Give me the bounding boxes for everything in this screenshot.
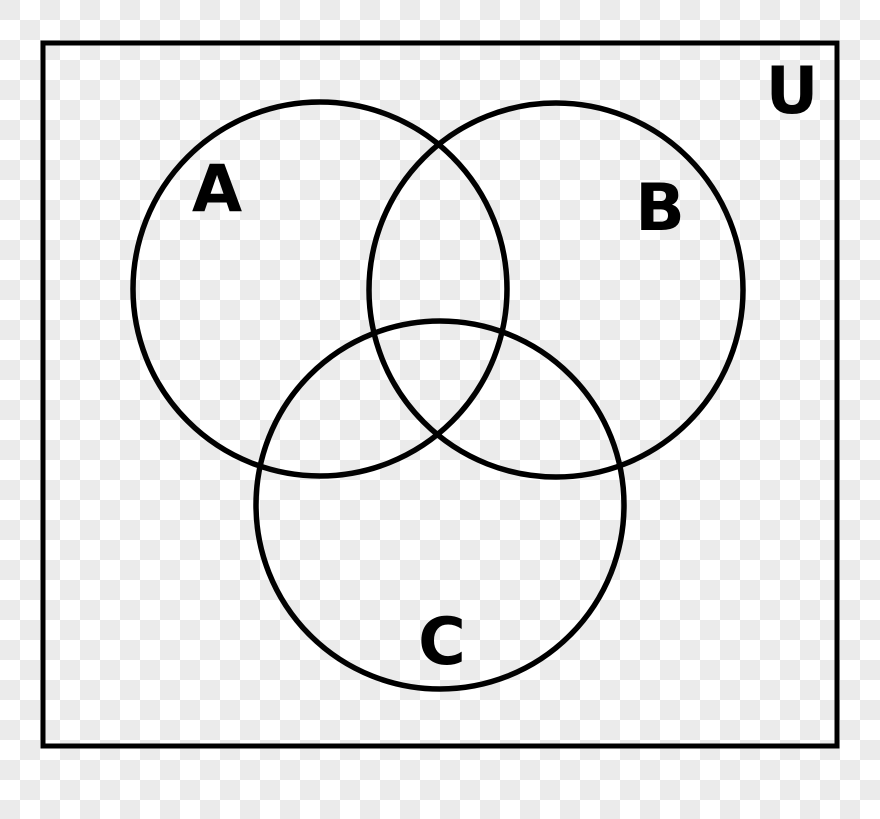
universal-set-boundary (40, 40, 840, 749)
set-a-label: A (192, 152, 242, 227)
set-c-circle (253, 318, 627, 692)
set-a-circle (130, 99, 510, 479)
set-b-circle (366, 100, 746, 480)
set-c-label: C (418, 605, 466, 680)
universal-set-label: U (766, 54, 819, 129)
set-b-label: B (635, 171, 685, 246)
